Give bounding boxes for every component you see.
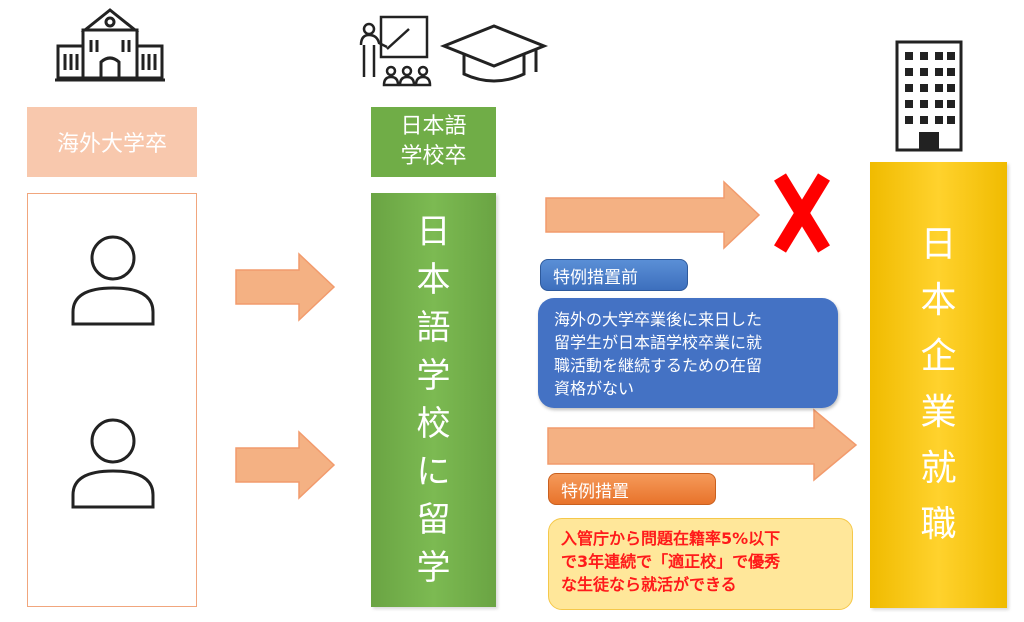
special-measure-description: 入管庁から問題在籍率5%以下 で3年連続で「適正校」で優秀 な生徒なら就活ができ…: [548, 518, 853, 610]
vertical-char: 学: [416, 356, 451, 396]
vertical-char: 日: [416, 212, 451, 252]
vertical-char: 校: [416, 404, 451, 444]
arrow-icon: [235, 252, 336, 322]
description-line: 入管庁から問題在籍率5%以下: [561, 529, 781, 548]
description-line: 留学生が日本語学校卒業に就: [554, 333, 763, 352]
description-line: な生徒なら就活ができる: [561, 575, 737, 594]
special-measure-tag: 特例措置: [548, 473, 716, 505]
description-line: で3年連続で「適正校」で優秀: [561, 552, 781, 571]
students-box: [27, 193, 197, 607]
university-building-icon: [55, 8, 165, 82]
arrow-icon: [547, 408, 858, 482]
person-icon: [71, 418, 155, 509]
language-school-study-bar: 日 本 語 学 校 に 留 学: [371, 193, 496, 607]
vertical-char: 留: [416, 500, 451, 540]
vertical-char: 本: [920, 280, 957, 321]
classroom-teacher-icon: [359, 15, 432, 87]
before-special-measure-description: 海外の大学卒業後に来日した 留学生が日本語学校卒業に就 職活動を継続するための在…: [538, 298, 838, 408]
cross-mark-icon: [774, 173, 830, 253]
before-special-measure-tag: 特例措置前: [540, 259, 688, 291]
language-school-label-line: 日本語: [400, 114, 467, 139]
language-school-graduate-label: 日本語 学校卒: [371, 107, 496, 177]
vertical-char: 企: [920, 336, 957, 377]
graduation-cap-icon: [439, 24, 549, 83]
vertical-char: 学: [416, 548, 451, 588]
vertical-char: 本: [416, 260, 451, 300]
vertical-char: に: [416, 452, 451, 492]
arrow-icon: [545, 180, 761, 250]
description-line: 職活動を継続するための在留: [554, 356, 763, 375]
person-icon: [71, 235, 155, 326]
description-line: 資格がない: [554, 379, 635, 398]
description-line: 海外の大学卒業後に来日した: [554, 310, 763, 329]
vertical-char: 業: [920, 392, 957, 433]
vertical-char: 日: [920, 224, 957, 265]
language-school-label-line: 学校卒: [400, 144, 467, 169]
office-building-icon: [895, 40, 963, 152]
overseas-graduate-label: 海外大学卒: [27, 107, 197, 177]
japanese-company-employment-bar: 日 本 企 業 就 職: [870, 162, 1007, 608]
vertical-char: 職: [920, 504, 957, 545]
arrow-icon: [235, 430, 336, 500]
vertical-char: 就: [920, 448, 957, 489]
vertical-char: 語: [416, 308, 451, 348]
